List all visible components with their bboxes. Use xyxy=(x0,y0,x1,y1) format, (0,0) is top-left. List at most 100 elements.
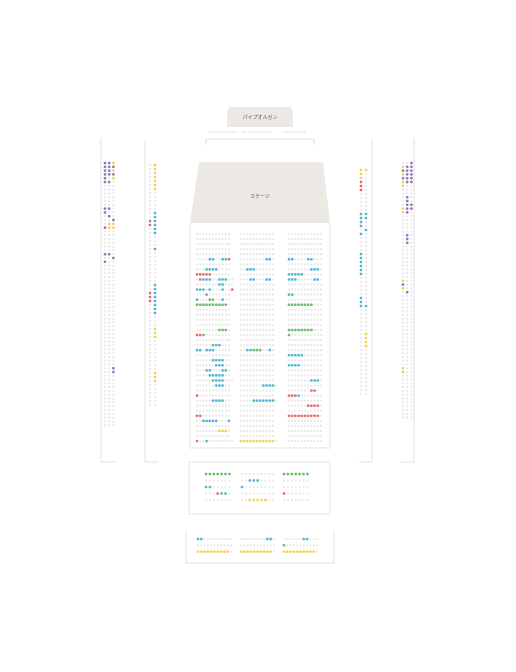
seat-available[interactable] xyxy=(302,472,305,476)
seat-available[interactable] xyxy=(310,303,313,307)
seat-available[interactable] xyxy=(290,472,294,476)
seat-available[interactable] xyxy=(294,414,297,418)
seat-available[interactable] xyxy=(214,363,218,367)
seat-available[interactable] xyxy=(214,358,218,362)
seat-available[interactable] xyxy=(252,268,256,271)
seat-available[interactable] xyxy=(410,207,413,210)
seat-available[interactable] xyxy=(221,278,224,281)
seat-available[interactable] xyxy=(316,379,320,382)
seat-available[interactable] xyxy=(218,283,221,286)
seat-available[interactable] xyxy=(198,278,202,281)
seat-available[interactable] xyxy=(224,472,227,476)
seat-available[interactable] xyxy=(198,333,202,337)
seat-available[interactable] xyxy=(218,303,221,307)
seat-available[interactable] xyxy=(359,296,363,300)
seat-available[interactable] xyxy=(112,169,115,172)
seat-available[interactable] xyxy=(262,550,266,553)
seat-available[interactable] xyxy=(224,303,228,307)
seat-available[interactable] xyxy=(153,379,157,383)
seat-available[interactable] xyxy=(401,173,405,176)
seat-available[interactable] xyxy=(401,370,405,374)
seat-available[interactable] xyxy=(216,472,220,476)
seat-available[interactable] xyxy=(249,348,252,352)
seat-available[interactable] xyxy=(287,333,291,337)
seat-available[interactable] xyxy=(208,369,212,372)
seat-available[interactable] xyxy=(198,348,202,352)
seat-available[interactable] xyxy=(290,394,294,397)
seat-available[interactable] xyxy=(153,327,157,331)
seat-available[interactable] xyxy=(290,414,294,418)
seat-available[interactable] xyxy=(153,223,157,227)
seat-available[interactable] xyxy=(249,278,252,281)
seat-available[interactable] xyxy=(359,212,363,216)
seat-available[interactable] xyxy=(195,273,199,276)
seat-available[interactable] xyxy=(211,399,215,402)
seat-available[interactable] xyxy=(313,379,316,382)
seat-available[interactable] xyxy=(297,414,300,418)
seat-available[interactable] xyxy=(410,180,413,184)
seat-available[interactable] xyxy=(153,283,157,287)
seat-available[interactable] xyxy=(297,273,300,276)
seat-available[interactable] xyxy=(405,176,409,180)
seat-available[interactable] xyxy=(405,211,409,214)
seat-available[interactable] xyxy=(359,264,363,268)
seat-available[interactable] xyxy=(290,257,294,261)
seat-available[interactable] xyxy=(208,303,212,307)
seat-available[interactable] xyxy=(299,550,302,553)
seat-available[interactable] xyxy=(103,260,107,264)
seat-available[interactable] xyxy=(252,439,256,443)
seat-available[interactable] xyxy=(213,550,216,553)
seat-available[interactable] xyxy=(290,363,294,367)
seat-available[interactable] xyxy=(405,241,409,245)
seat-available[interactable] xyxy=(265,257,268,261)
seat-available[interactable] xyxy=(226,550,230,553)
seat-available[interactable] xyxy=(153,303,157,307)
seat-available[interactable] xyxy=(103,207,107,210)
seat-available[interactable] xyxy=(268,278,272,281)
seat-available[interactable] xyxy=(310,328,313,332)
seat-available[interactable] xyxy=(153,175,157,179)
seat-available[interactable] xyxy=(290,303,294,307)
seat-available[interactable] xyxy=(148,223,152,227)
seat-available[interactable] xyxy=(153,215,157,219)
seat-available[interactable] xyxy=(306,303,310,307)
seat-available[interactable] xyxy=(221,374,224,377)
seat-available[interactable] xyxy=(208,288,212,291)
seat-available[interactable] xyxy=(221,379,224,382)
seat-available[interactable] xyxy=(405,237,409,241)
seat-available[interactable] xyxy=(252,278,256,281)
seat-available[interactable] xyxy=(265,384,268,387)
seat-available[interactable] xyxy=(221,283,224,286)
seat-available[interactable] xyxy=(294,363,297,367)
seat-available[interactable] xyxy=(313,278,316,281)
seat-available[interactable] xyxy=(287,328,291,332)
seat-available[interactable] xyxy=(401,287,405,290)
seat-available[interactable] xyxy=(302,550,306,553)
seat-available[interactable] xyxy=(107,165,111,169)
seat-available[interactable] xyxy=(282,492,286,495)
seat-available[interactable] xyxy=(103,169,107,172)
seat-available[interactable] xyxy=(252,348,256,352)
seat-available[interactable] xyxy=(262,439,265,443)
seat-available[interactable] xyxy=(107,173,111,176)
seat-available[interactable] xyxy=(262,384,265,387)
seat-available[interactable] xyxy=(209,550,213,553)
seat-available[interactable] xyxy=(297,303,300,307)
seat-available[interactable] xyxy=(112,165,115,169)
seat-available[interactable] xyxy=(211,348,215,352)
seat-available[interactable] xyxy=(401,176,405,180)
seat-available[interactable] xyxy=(265,278,268,281)
seat-available[interactable] xyxy=(221,358,224,362)
seat-available[interactable] xyxy=(306,414,310,418)
seat-available[interactable] xyxy=(265,399,268,402)
seat-available[interactable] xyxy=(287,293,291,296)
seat-available[interactable] xyxy=(410,169,413,172)
seat-available[interactable] xyxy=(364,340,368,344)
seat-available[interactable] xyxy=(112,370,115,374)
seat-available[interactable] xyxy=(218,358,221,362)
seat-available[interactable] xyxy=(410,173,413,176)
seat-available[interactable] xyxy=(206,550,210,553)
seat-available[interactable] xyxy=(306,328,310,332)
seat-available[interactable] xyxy=(214,374,218,377)
seat-available[interactable] xyxy=(287,394,291,397)
